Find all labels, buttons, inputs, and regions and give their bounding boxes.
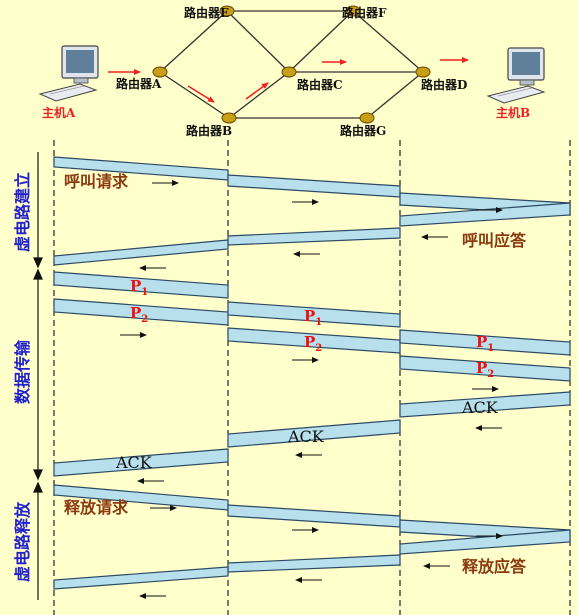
router-g-node (359, 112, 375, 124)
p2-band (53, 298, 229, 326)
router-b-node (221, 112, 237, 124)
router-a-node (152, 66, 168, 78)
packet-p2-label: P2 (304, 333, 322, 354)
link-a-e (159, 10, 228, 73)
link-f-d (352, 10, 424, 73)
packet-labels: P1 P2 P1 P2 P1 P2 (130, 277, 494, 380)
router-f-label: 路由器F (342, 5, 387, 20)
release-accept-label: 释放应答 (462, 557, 527, 576)
ack-label: ACK (287, 427, 325, 446)
host-b-label: 主机B (496, 105, 530, 120)
call-accept-label: 呼叫应答 (462, 231, 527, 250)
packet-p2-label: P2 (130, 304, 148, 325)
router-labels: 路由器A 路由器E 路由器F 路由器C 路由器D 路由器B 路由器G (116, 5, 467, 138)
ack-band (227, 419, 401, 448)
call-request-band (227, 174, 401, 198)
host-a-label: 主机A (42, 105, 76, 120)
call-accept-band (53, 239, 229, 266)
message-labels: 呼叫请求 呼叫应答 释放请求 释放应答 (64, 172, 527, 576)
router-c-label: 路由器C (297, 77, 343, 92)
router-e-node (219, 5, 235, 17)
p2-band (399, 355, 571, 382)
packet-p2-label: P2 (476, 359, 494, 380)
ack-labels: ACK ACK ACK (115, 398, 499, 472)
release-accept-band (53, 566, 229, 590)
router-c-node (281, 66, 297, 78)
call-accept-band (399, 202, 571, 227)
phase-label-setup: 虚电路建立 (13, 172, 32, 252)
packet-p1-label: P1 (476, 333, 494, 354)
ack-band (53, 448, 229, 477)
network-links (159, 10, 424, 119)
router-d-node (415, 66, 431, 78)
router-a-label: 路由器A (116, 76, 162, 91)
host-b-computer-icon (486, 47, 546, 104)
release-accept-band (399, 529, 571, 555)
router-d-label: 路由器D (421, 77, 467, 92)
flow-arrow-icon (245, 82, 269, 100)
p1-band (399, 329, 571, 356)
phase-brackets (33, 152, 43, 600)
link-f-c (288, 10, 354, 73)
call-accept-band (227, 227, 401, 246)
link-b-c (228, 71, 290, 119)
host-a-computer-icon (38, 45, 99, 102)
p2-band (227, 327, 401, 354)
packet-p1-label: P1 (130, 277, 148, 298)
release-request-label: 释放请求 (64, 498, 129, 517)
router-f-node (345, 5, 361, 17)
setup-bands (53, 156, 571, 266)
direction-arrows (120, 180, 503, 599)
p1-band (227, 301, 401, 328)
router-nodes (152, 5, 431, 124)
router-e-label: 路由器E (184, 5, 229, 20)
circuit-flow-arrows (108, 57, 469, 103)
release-request-band (227, 504, 401, 528)
phase-label-transfer: 数据传输 (13, 339, 32, 404)
phase-label-release: 虚电路释放 (13, 501, 32, 582)
link-a-b (159, 71, 230, 119)
ack-band (399, 391, 571, 418)
link-e-c (226, 10, 290, 73)
release-accept-band (227, 554, 401, 573)
link-g-d (366, 71, 424, 119)
flow-arrow-icon (187, 85, 215, 103)
call-request-label: 呼叫请求 (64, 172, 129, 191)
router-g-label: 路由器G (340, 123, 386, 138)
packet-p1-label: P1 (304, 307, 322, 328)
release-bands (53, 484, 571, 590)
ack-label: ACK (115, 453, 153, 472)
router-b-label: 路由器B (186, 123, 232, 138)
ack-label: ACK (461, 398, 499, 417)
data-bands (53, 271, 571, 477)
p1-band (53, 271, 229, 299)
